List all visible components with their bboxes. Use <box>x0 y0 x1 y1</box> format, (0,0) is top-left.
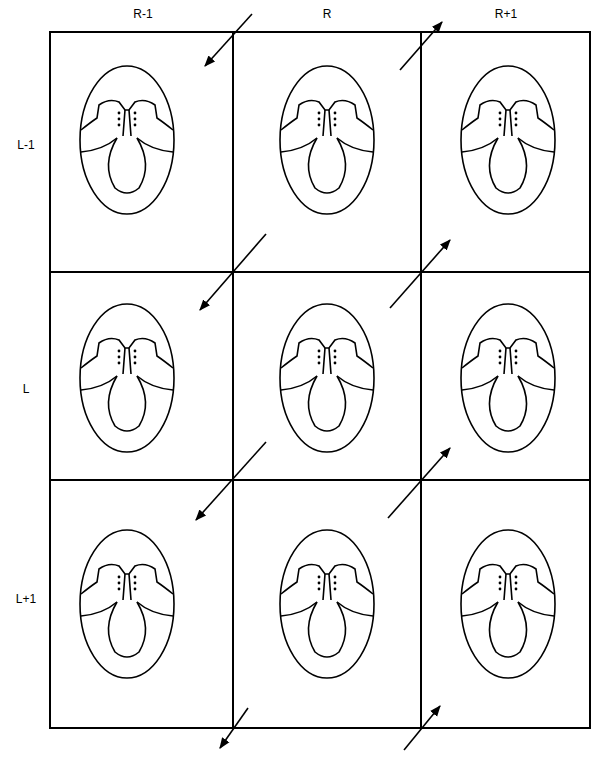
valve-symbol <box>80 304 174 452</box>
cell-symbols <box>80 66 555 678</box>
grid-border <box>50 32 590 728</box>
row-header: L-1 <box>17 139 34 152</box>
flow-arrows <box>196 14 450 750</box>
grid-line <box>50 479 590 481</box>
row-header: L <box>23 383 30 396</box>
valve-symbol <box>280 530 374 678</box>
flow-arrow <box>404 706 440 750</box>
valve-symbol <box>280 66 374 214</box>
valve-symbol <box>461 66 555 214</box>
flow-arrow <box>196 442 266 520</box>
valve-symbol <box>80 66 174 214</box>
flow-arrow <box>205 14 252 66</box>
valve-symbol <box>280 304 374 452</box>
grid-line <box>50 271 590 273</box>
flow-arrow <box>390 240 450 308</box>
column-header: R-1 <box>133 8 152 21</box>
valve-symbol <box>461 304 555 452</box>
row-header: L+1 <box>16 593 36 606</box>
column-header: R <box>323 8 332 21</box>
valve-symbol <box>80 530 174 678</box>
column-header: R+1 <box>495 8 517 21</box>
flow-arrow <box>200 234 266 310</box>
grid-lines <box>50 32 590 728</box>
flow-arrow <box>220 708 248 748</box>
grid-line <box>232 32 234 728</box>
flow-arrow <box>388 448 450 518</box>
flow-arrow <box>400 22 442 70</box>
valve-symbol <box>461 530 555 678</box>
grid-line <box>420 32 422 728</box>
